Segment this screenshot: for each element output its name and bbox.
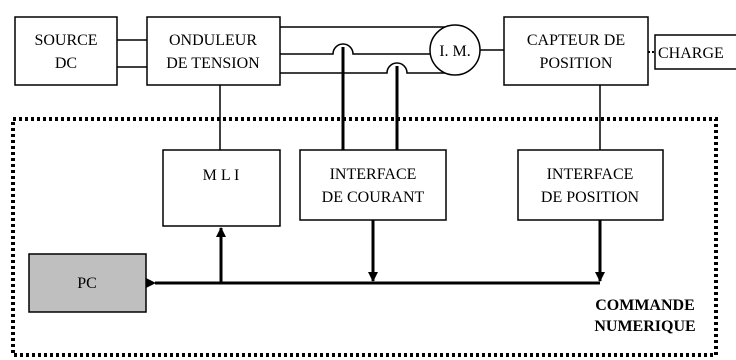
commande-numerique-region: [11, 117, 718, 357]
commande-label-line2: NUMERIQUE: [594, 318, 695, 335]
pc-block: PC: [28, 253, 147, 313]
capteur-block: CAPTEUR DE POSITION: [503, 16, 649, 86]
source-dc-line2: DC: [55, 55, 77, 72]
charge-block: CHARGE: [654, 34, 736, 70]
commande-label-line1: COMMANDE: [595, 297, 695, 314]
source-dc-block: SOURCE DC: [14, 16, 118, 86]
interface-position-line2: DE POSITION: [541, 189, 640, 206]
pc-label: PC: [77, 275, 97, 292]
source-dc-line1: SOURCE: [34, 32, 97, 49]
motor-block: I. M.: [429, 24, 481, 76]
phase-wire-3: [280, 62, 455, 74]
mli-label: M L I: [203, 167, 240, 184]
interface-courant-block: INTERFACE DE COURANT: [299, 149, 447, 221]
mli-block: M L I: [162, 149, 281, 227]
interface-courant-line2: DE COURANT: [322, 189, 425, 206]
interface-courant-line1: INTERFACE: [330, 166, 417, 183]
onduleur-block: ONDULEUR DE TENSION: [146, 16, 281, 86]
phase-wire-2: [280, 43, 455, 55]
capteur-line1: CAPTEUR DE: [527, 32, 625, 49]
onduleur-line2: DE TENSION: [166, 55, 260, 72]
capteur-line2: POSITION: [540, 55, 613, 72]
interface-position-line1: INTERFACE: [547, 166, 634, 183]
interface-position-block: INTERFACE DE POSITION: [517, 149, 664, 221]
motor-label: I. M.: [439, 43, 471, 60]
onduleur-line1: ONDULEUR: [169, 32, 257, 49]
charge-label: CHARGE: [658, 45, 724, 62]
